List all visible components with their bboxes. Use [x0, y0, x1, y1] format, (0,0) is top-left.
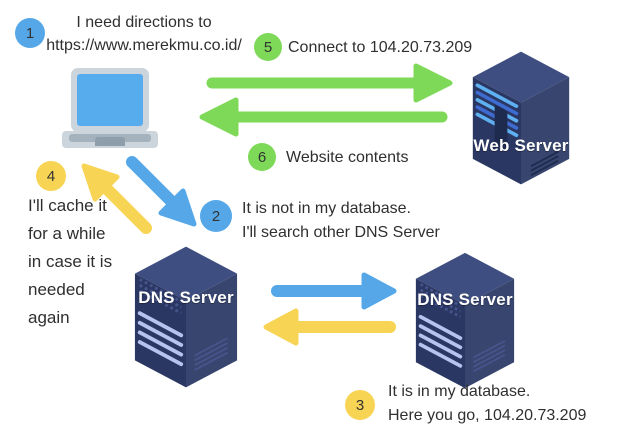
step-4-line: again — [28, 308, 70, 327]
arrow-query-client-to-dns1 — [126, 156, 197, 227]
step-3-badge: 3 — [345, 390, 375, 420]
laptop-trackpad — [95, 137, 125, 146]
step-1-number: 1 — [25, 24, 35, 42]
step-1-badge: 1 — [15, 18, 45, 48]
step-3-line: It is in my database. — [388, 383, 531, 400]
step-4-line: needed — [28, 280, 85, 299]
dns-server-2-icon: DNS Server — [414, 251, 516, 390]
step-1-line: https://www.merekmu.co.id/ — [46, 37, 242, 54]
server-tower-icon — [472, 51, 570, 185]
dns-server-2-label: DNS Server — [417, 290, 513, 309]
dns-server-1-label: DNS Server — [138, 288, 234, 307]
step-5-line: Connect to 104.20.73.209 — [288, 39, 473, 56]
dns-server-1-icon: DNS Server — [133, 244, 239, 390]
step-4-line: for a while — [28, 224, 106, 243]
laptop-screen — [77, 74, 143, 126]
step-4-badge: 4 — [36, 161, 66, 191]
arrow-query-dns1-to-dns2 — [271, 272, 397, 310]
step-2-text: It is not in my database. I'll search ot… — [242, 197, 440, 245]
step-6-line: Website contents — [286, 149, 409, 166]
laptop-base — [62, 131, 158, 148]
step-1-text: I need directions to https://www.merekmu… — [38, 11, 250, 57]
step-5-badge: 5 — [254, 33, 282, 61]
step-2-badge: 2 — [200, 200, 232, 232]
step-4-line: in case it is — [28, 252, 113, 271]
step-2-line: It is not in my database. — [242, 200, 411, 217]
arrow-answer-dns2-to-dns1 — [263, 308, 396, 346]
step-3-line: Here you go, 104.20.73.209 — [388, 407, 587, 424]
arrow-website-contents-to-client — [199, 97, 448, 137]
step-5-number: 5 — [263, 38, 273, 56]
step-3-number: 3 — [355, 396, 365, 414]
server-tower-icon — [415, 252, 515, 389]
laptop-icon — [62, 68, 158, 150]
server-tower-icon — [134, 246, 238, 388]
web-server-icon: Web Server — [471, 46, 571, 190]
step-4-text: I'll cache it for a while in case it is … — [28, 192, 112, 332]
step-4-number: 4 — [46, 167, 56, 185]
step-5-text: Connect to 104.20.73.209 — [288, 36, 472, 60]
step-6-number: 6 — [257, 148, 267, 166]
step-4-line: I'll cache it — [28, 196, 107, 215]
step-1-line: I need directions to — [76, 14, 212, 31]
step-6-badge: 6 — [248, 143, 276, 171]
web-server-label: Web Server — [473, 136, 569, 155]
step-6-text: Website contents — [286, 146, 408, 170]
laptop-screen-frame — [71, 68, 149, 132]
arrow-connect-to-webserver — [206, 63, 453, 103]
step-3-text: It is in my database. Here you go, 104.2… — [388, 380, 586, 427]
step-2-line: I'll search other DNS Server — [242, 224, 440, 241]
step-2-number: 2 — [211, 207, 221, 225]
